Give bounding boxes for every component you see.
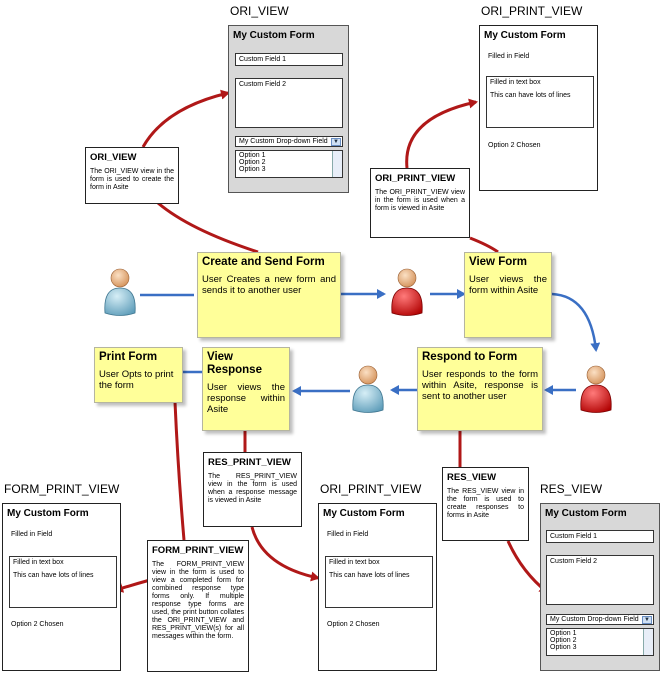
- filled-field-value: Filled in Field: [488, 53, 530, 60]
- step-title: View Form: [469, 256, 527, 268]
- filled-text-box: Filled in text box This can have lots of…: [325, 556, 433, 608]
- form-form-print-view: My Custom Form Filled in Field Filled in…: [2, 503, 121, 671]
- chosen-option-value: Option 2 Chosen: [11, 621, 64, 628]
- step-title: Print Form: [99, 351, 158, 363]
- options-listbox[interactable]: Option 1 Option 2 Option 3: [235, 150, 343, 178]
- link-res-print-down: [250, 526, 320, 582]
- desc-ori-view: ORI_VIEW The ORI_VIEW view in the form i…: [85, 147, 179, 204]
- label-form-print-view: FORM_PRINT_VIEW: [4, 482, 120, 496]
- filled-text-box: Filled in text box This can have lots of…: [486, 76, 594, 128]
- form-title: My Custom Form: [545, 508, 627, 519]
- step-print-form: Print Form User Opts to print the form: [94, 347, 183, 403]
- desc-title: ORI_VIEW: [90, 152, 137, 163]
- label-ori-print-view-bottom: ORI_PRINT_VIEW: [320, 482, 422, 496]
- list-item[interactable]: Option 3: [550, 644, 577, 651]
- desc-ori-print-view: ORI_PRINT_VIEW The ORI_PRINT_VIEW view i…: [370, 168, 470, 238]
- options-listbox[interactable]: Option 1 Option 2 Option 3: [546, 628, 654, 656]
- desc-text: The RES_PRINT_VIEW view in the form is u…: [208, 473, 297, 504]
- step-title: Create and Send Form: [202, 256, 325, 268]
- form-title: My Custom Form: [484, 30, 566, 41]
- flow-view-to-user3: [551, 292, 601, 352]
- scrollbar[interactable]: [643, 629, 653, 655]
- list-item[interactable]: Option 1: [550, 630, 577, 637]
- link-ori-view-down: [157, 201, 259, 254]
- chevron-down-icon: ▼: [642, 616, 652, 624]
- custom-field-1-input[interactable]: Custom Field 1: [546, 530, 654, 543]
- scrollbar[interactable]: [332, 151, 342, 177]
- list-item[interactable]: Option 2: [550, 637, 577, 644]
- desc-text: The ORI_PRINT_VIEW view in the form is u…: [375, 189, 465, 212]
- desc-title: RES_VIEW: [447, 472, 497, 483]
- desc-res-view: RES_VIEW The RES_VIEW view in the form i…: [442, 467, 529, 541]
- custom-dropdown[interactable]: My Custom Drop-down Field ▼: [235, 136, 343, 147]
- step-text: User views the response within Asite: [207, 382, 285, 415]
- custom-field-1-input[interactable]: Custom Field 1: [235, 53, 343, 66]
- desc-title: ORI_PRINT_VIEW: [375, 173, 456, 184]
- link-ori-print-up: [405, 98, 478, 169]
- form-ori-print-view-top: My Custom Form Filled in Field Filled in…: [479, 25, 598, 191]
- label-res-view: RES_VIEW: [540, 482, 603, 496]
- user-blue-icon: [104, 268, 136, 316]
- list-item[interactable]: Option 1: [239, 152, 266, 159]
- label-ori-view: ORI_VIEW: [230, 4, 289, 18]
- filled-text-box: Filled in text box This can have lots of…: [9, 556, 117, 608]
- chevron-down-icon: ▼: [331, 138, 341, 146]
- form-res-view: My Custom Form Custom Field 1 Custom Fie…: [540, 503, 660, 671]
- filled-field-value: Filled in Field: [11, 531, 53, 538]
- step-text: User Creates a new form and sends it to …: [202, 274, 336, 296]
- step-view-response: View Response User views the response wi…: [202, 347, 290, 431]
- label-ori-print-view-top: ORI_PRINT_VIEW: [481, 4, 583, 18]
- form-title: My Custom Form: [233, 30, 315, 41]
- step-text: User responds to the form within Asite, …: [422, 369, 538, 402]
- link-to-form-print-view: [114, 578, 151, 593]
- desc-text: The FORM_PRINT_VIEW view in the form is …: [152, 561, 244, 640]
- custom-dropdown[interactable]: My Custom Drop-down Field ▼: [546, 614, 654, 625]
- form-title: My Custom Form: [7, 508, 89, 519]
- filled-field-value: Filled in Field: [327, 531, 369, 538]
- form-ori-view: My Custom Form Custom Field 1 Custom Fie…: [228, 25, 349, 193]
- chosen-option-value: Option 2 Chosen: [327, 621, 380, 628]
- step-view-form: View Form User views the form within Asi…: [464, 252, 552, 338]
- chosen-option-value: Option 2 Chosen: [488, 142, 541, 149]
- custom-field-2-textarea[interactable]: Custom Field 2: [546, 555, 654, 605]
- desc-title: RES_PRINT_VIEW: [208, 457, 291, 468]
- list-item[interactable]: Option 3: [239, 166, 266, 173]
- link-ori-view-up: [141, 89, 230, 148]
- link-ori-print-down: [469, 236, 499, 254]
- desc-text: The RES_VIEW view in the form is used to…: [447, 488, 524, 519]
- step-text: User views the form within Asite: [469, 274, 547, 296]
- step-respond-to-form: Respond to Form User responds to the for…: [417, 347, 543, 431]
- desc-title: FORM_PRINT_VIEW: [152, 545, 244, 556]
- list-item[interactable]: Option 2: [239, 159, 266, 166]
- form-ori-print-view-bottom: My Custom Form Filled in Field Filled in…: [318, 503, 437, 671]
- desc-form-print-view: FORM_PRINT_VIEW The FORM_PRINT_VIEW view…: [147, 540, 249, 672]
- step-title: View Response: [207, 351, 262, 376]
- step-text: User Opts to print the form: [99, 369, 174, 391]
- step-title: Respond to Form: [422, 351, 518, 363]
- user-red-icon: [580, 365, 612, 413]
- user-blue-icon: [352, 365, 384, 413]
- form-title: My Custom Form: [323, 508, 405, 519]
- desc-res-print-view: RES_PRINT_VIEW The RES_PRINT_VIEW view i…: [203, 452, 302, 527]
- link-print-form-down: [173, 401, 186, 541]
- custom-field-2-textarea[interactable]: Custom Field 2: [235, 78, 343, 128]
- user-red-icon: [391, 268, 423, 316]
- desc-text: The ORI_VIEW view in the form is used to…: [90, 168, 174, 191]
- step-create-send-form: Create and Send Form User Creates a new …: [197, 252, 341, 338]
